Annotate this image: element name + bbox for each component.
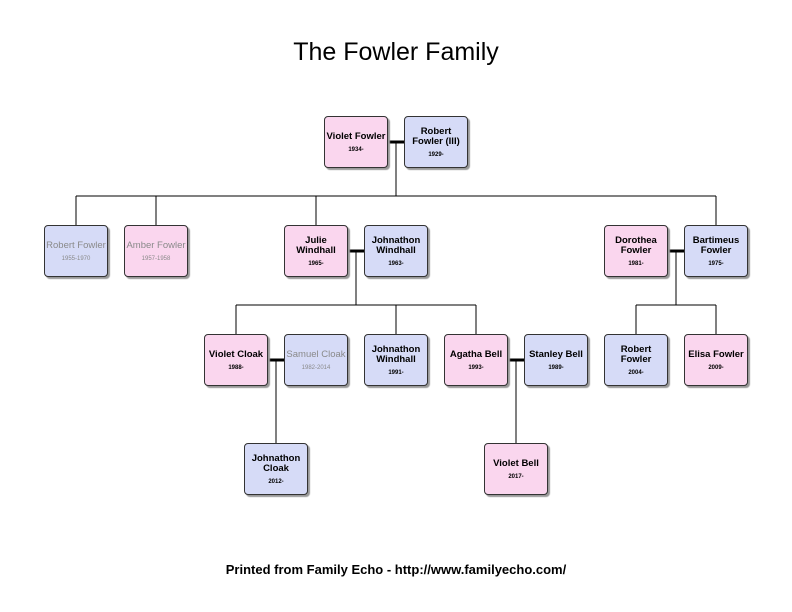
footer-credit: Printed from Family Echo - http://www.fa… — [225, 562, 567, 577]
person-robert-fowler-2004[interactable]: Robert Fowler 2004- — [604, 334, 668, 386]
person-name: Violet Bell — [493, 457, 539, 469]
person-dates: 1989- — [548, 364, 564, 371]
person-amber-fowler[interactable]: Amber Fowler 1957-1958 — [124, 225, 188, 277]
person-dates: 1991- — [388, 369, 404, 376]
person-name: Violet Fowler — [326, 130, 386, 142]
person-dates: 1955-1970 — [61, 255, 91, 262]
person-agatha-bell[interactable]: Agatha Bell 1993- — [444, 334, 508, 386]
person-samuel-cloak[interactable]: Samuel Cloak 1982-2014 — [284, 334, 348, 386]
person-elisa-fowler[interactable]: Elisa Fowler 2009- — [684, 334, 748, 386]
person-dates: 2012- — [268, 478, 284, 485]
person-robert-fowler-1955[interactable]: Robert Fowler 1955-1970 — [44, 225, 108, 277]
page-title: The Fowler Family — [293, 38, 499, 66]
person-julie-windhall[interactable]: Julie Windhall 1965- — [284, 225, 348, 277]
person-name: Agatha Bell — [449, 348, 503, 360]
person-bartimeus-fowler[interactable]: Bartimeus Fowler 1975- — [684, 225, 748, 277]
person-dates: 1993- — [468, 364, 484, 371]
person-name: Robert Fowler — [620, 343, 652, 365]
person-dates: 1934- — [348, 146, 364, 153]
person-name: Elisa Fowler — [688, 348, 744, 360]
person-name: Dorothea Fowler — [615, 234, 657, 256]
person-stanley-bell[interactable]: Stanley Bell 1989- — [524, 334, 588, 386]
person-name: Johnathon Windhall — [371, 343, 421, 365]
person-dorothea-fowler[interactable]: Dorothea Fowler 1981- — [604, 225, 668, 277]
person-name: Amber Fowler — [126, 239, 186, 251]
person-name: Robert Fowler (III) — [412, 125, 460, 147]
person-dates: 1957-1958 — [141, 255, 171, 262]
person-violet-cloak[interactable]: Violet Cloak 1988- — [204, 334, 268, 386]
person-name: Samuel Cloak — [286, 348, 346, 360]
person-dates: 1965- — [308, 260, 324, 267]
person-dates: 1975- — [708, 260, 724, 267]
person-johnathon-windhall-1963[interactable]: Johnathon Windhall 1963- — [364, 225, 428, 277]
person-dates: 1963- — [388, 260, 404, 267]
person-name: Stanley Bell — [529, 348, 583, 360]
person-dates: 1982-2014 — [301, 364, 331, 371]
person-dates: 2004- — [628, 369, 644, 376]
person-dates: 2009- — [708, 364, 724, 371]
person-name: Johnathon Cloak — [251, 452, 301, 474]
person-dates: 1981- — [628, 260, 644, 267]
person-violet-fowler[interactable]: Violet Fowler 1934- — [324, 116, 388, 168]
person-dates: 2017- — [508, 473, 524, 480]
person-robert-fowler-iii[interactable]: Robert Fowler (III) 1929- — [404, 116, 468, 168]
person-violet-bell[interactable]: Violet Bell 2017- — [484, 443, 548, 495]
person-name: Robert Fowler — [46, 239, 106, 251]
person-name: Violet Cloak — [208, 348, 264, 360]
person-johnathon-cloak[interactable]: Johnathon Cloak 2012- — [244, 443, 308, 495]
person-dates: 1988- — [228, 364, 244, 371]
person-name: Julie Windhall — [296, 234, 336, 256]
person-johnathon-windhall-1991[interactable]: Johnathon Windhall 1991- — [364, 334, 428, 386]
person-dates: 1929- — [428, 151, 444, 158]
person-name: Johnathon Windhall — [371, 234, 421, 256]
person-name: Bartimeus Fowler — [692, 234, 740, 256]
